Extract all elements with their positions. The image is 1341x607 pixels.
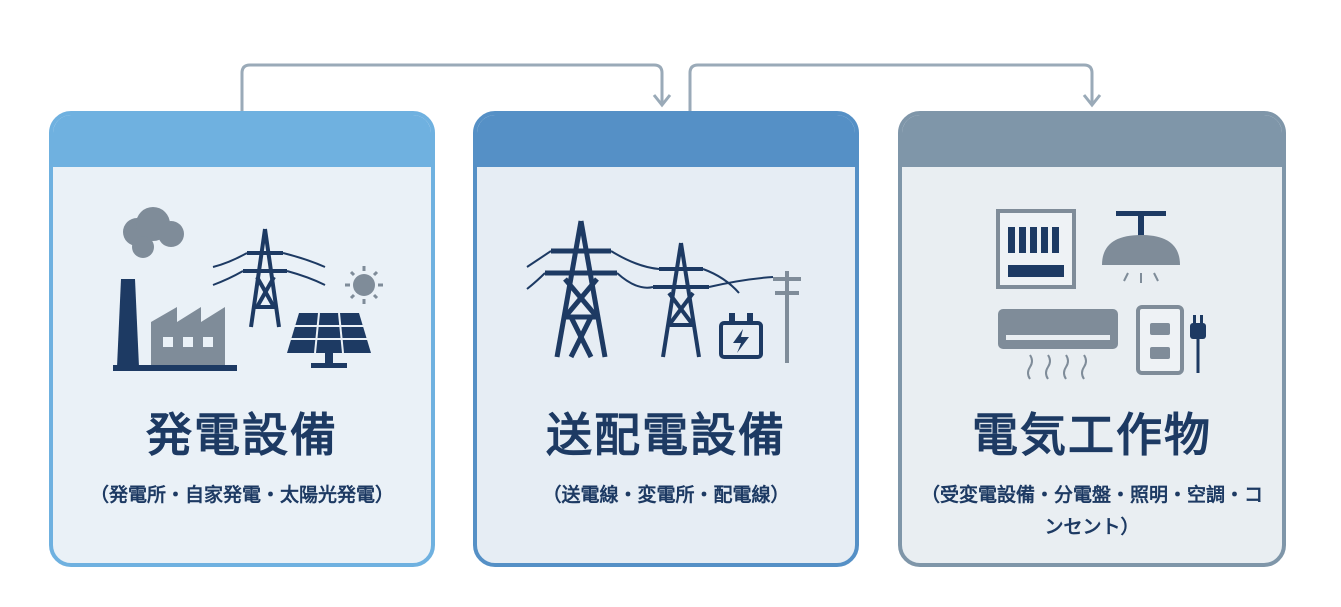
solar-panel-icon — [287, 312, 371, 368]
card-power-generation: 発電設備 （発電所・自家発電・太陽光発電） — [49, 111, 435, 567]
transmission-tower-icon-2 — [653, 242, 709, 358]
card-header — [902, 115, 1282, 167]
facility-icons — [996, 209, 1206, 380]
plug-icon — [1190, 315, 1206, 373]
transformer-icon — [719, 313, 763, 359]
ceiling-light-icon — [1102, 211, 1180, 283]
arrowhead-2 — [1082, 94, 1102, 108]
card-subtitle: （発電所・自家発電・太陽光発電） — [89, 484, 394, 506]
card-subtitle: （送電線・変電所・配電線） — [542, 484, 790, 506]
transmission-tower-icon — [212, 228, 326, 328]
card-transmission-distribution: 送配電設備 （送電線・変電所・配電線） — [473, 111, 859, 567]
card-title: 発電設備 — [146, 408, 338, 462]
wall-outlet-icon — [1136, 305, 1184, 375]
card-title: 電気工作物 — [972, 408, 1212, 462]
card-body: 発電設備 （発電所・自家発電・太陽光発電） — [53, 167, 431, 563]
generation-icons — [113, 207, 383, 371]
connector-arrow-2-to-3 — [688, 63, 1094, 111]
arrowhead-1 — [652, 94, 672, 108]
air-conditioner-icon — [998, 309, 1118, 380]
transmission-tower-icon — [545, 220, 617, 359]
connector-arrow-1-to-2 — [240, 63, 664, 111]
card-header — [53, 115, 431, 167]
utility-pole-icon — [773, 271, 801, 363]
card-electrical-facilities: 電気工作物 （受変電設備・分電盤・照明・空調・コンセント） — [898, 111, 1286, 567]
card-title: 送配電設備 — [546, 408, 786, 462]
card-body: 送配電設備 （送電線・変電所・配電線） — [477, 167, 855, 563]
card-header — [477, 115, 855, 167]
distribution-panel-icon — [996, 209, 1076, 289]
transmission-icons — [526, 220, 801, 363]
card-body: 電気工作物 （受変電設備・分電盤・照明・空調・コンセント） — [902, 167, 1282, 563]
power-lines — [526, 250, 774, 294]
sun-icon — [345, 266, 383, 304]
card-subtitle: （受変電設備・分電盤・照明・空調・コンセント） — [920, 484, 1263, 538]
factory-icon — [113, 207, 237, 371]
